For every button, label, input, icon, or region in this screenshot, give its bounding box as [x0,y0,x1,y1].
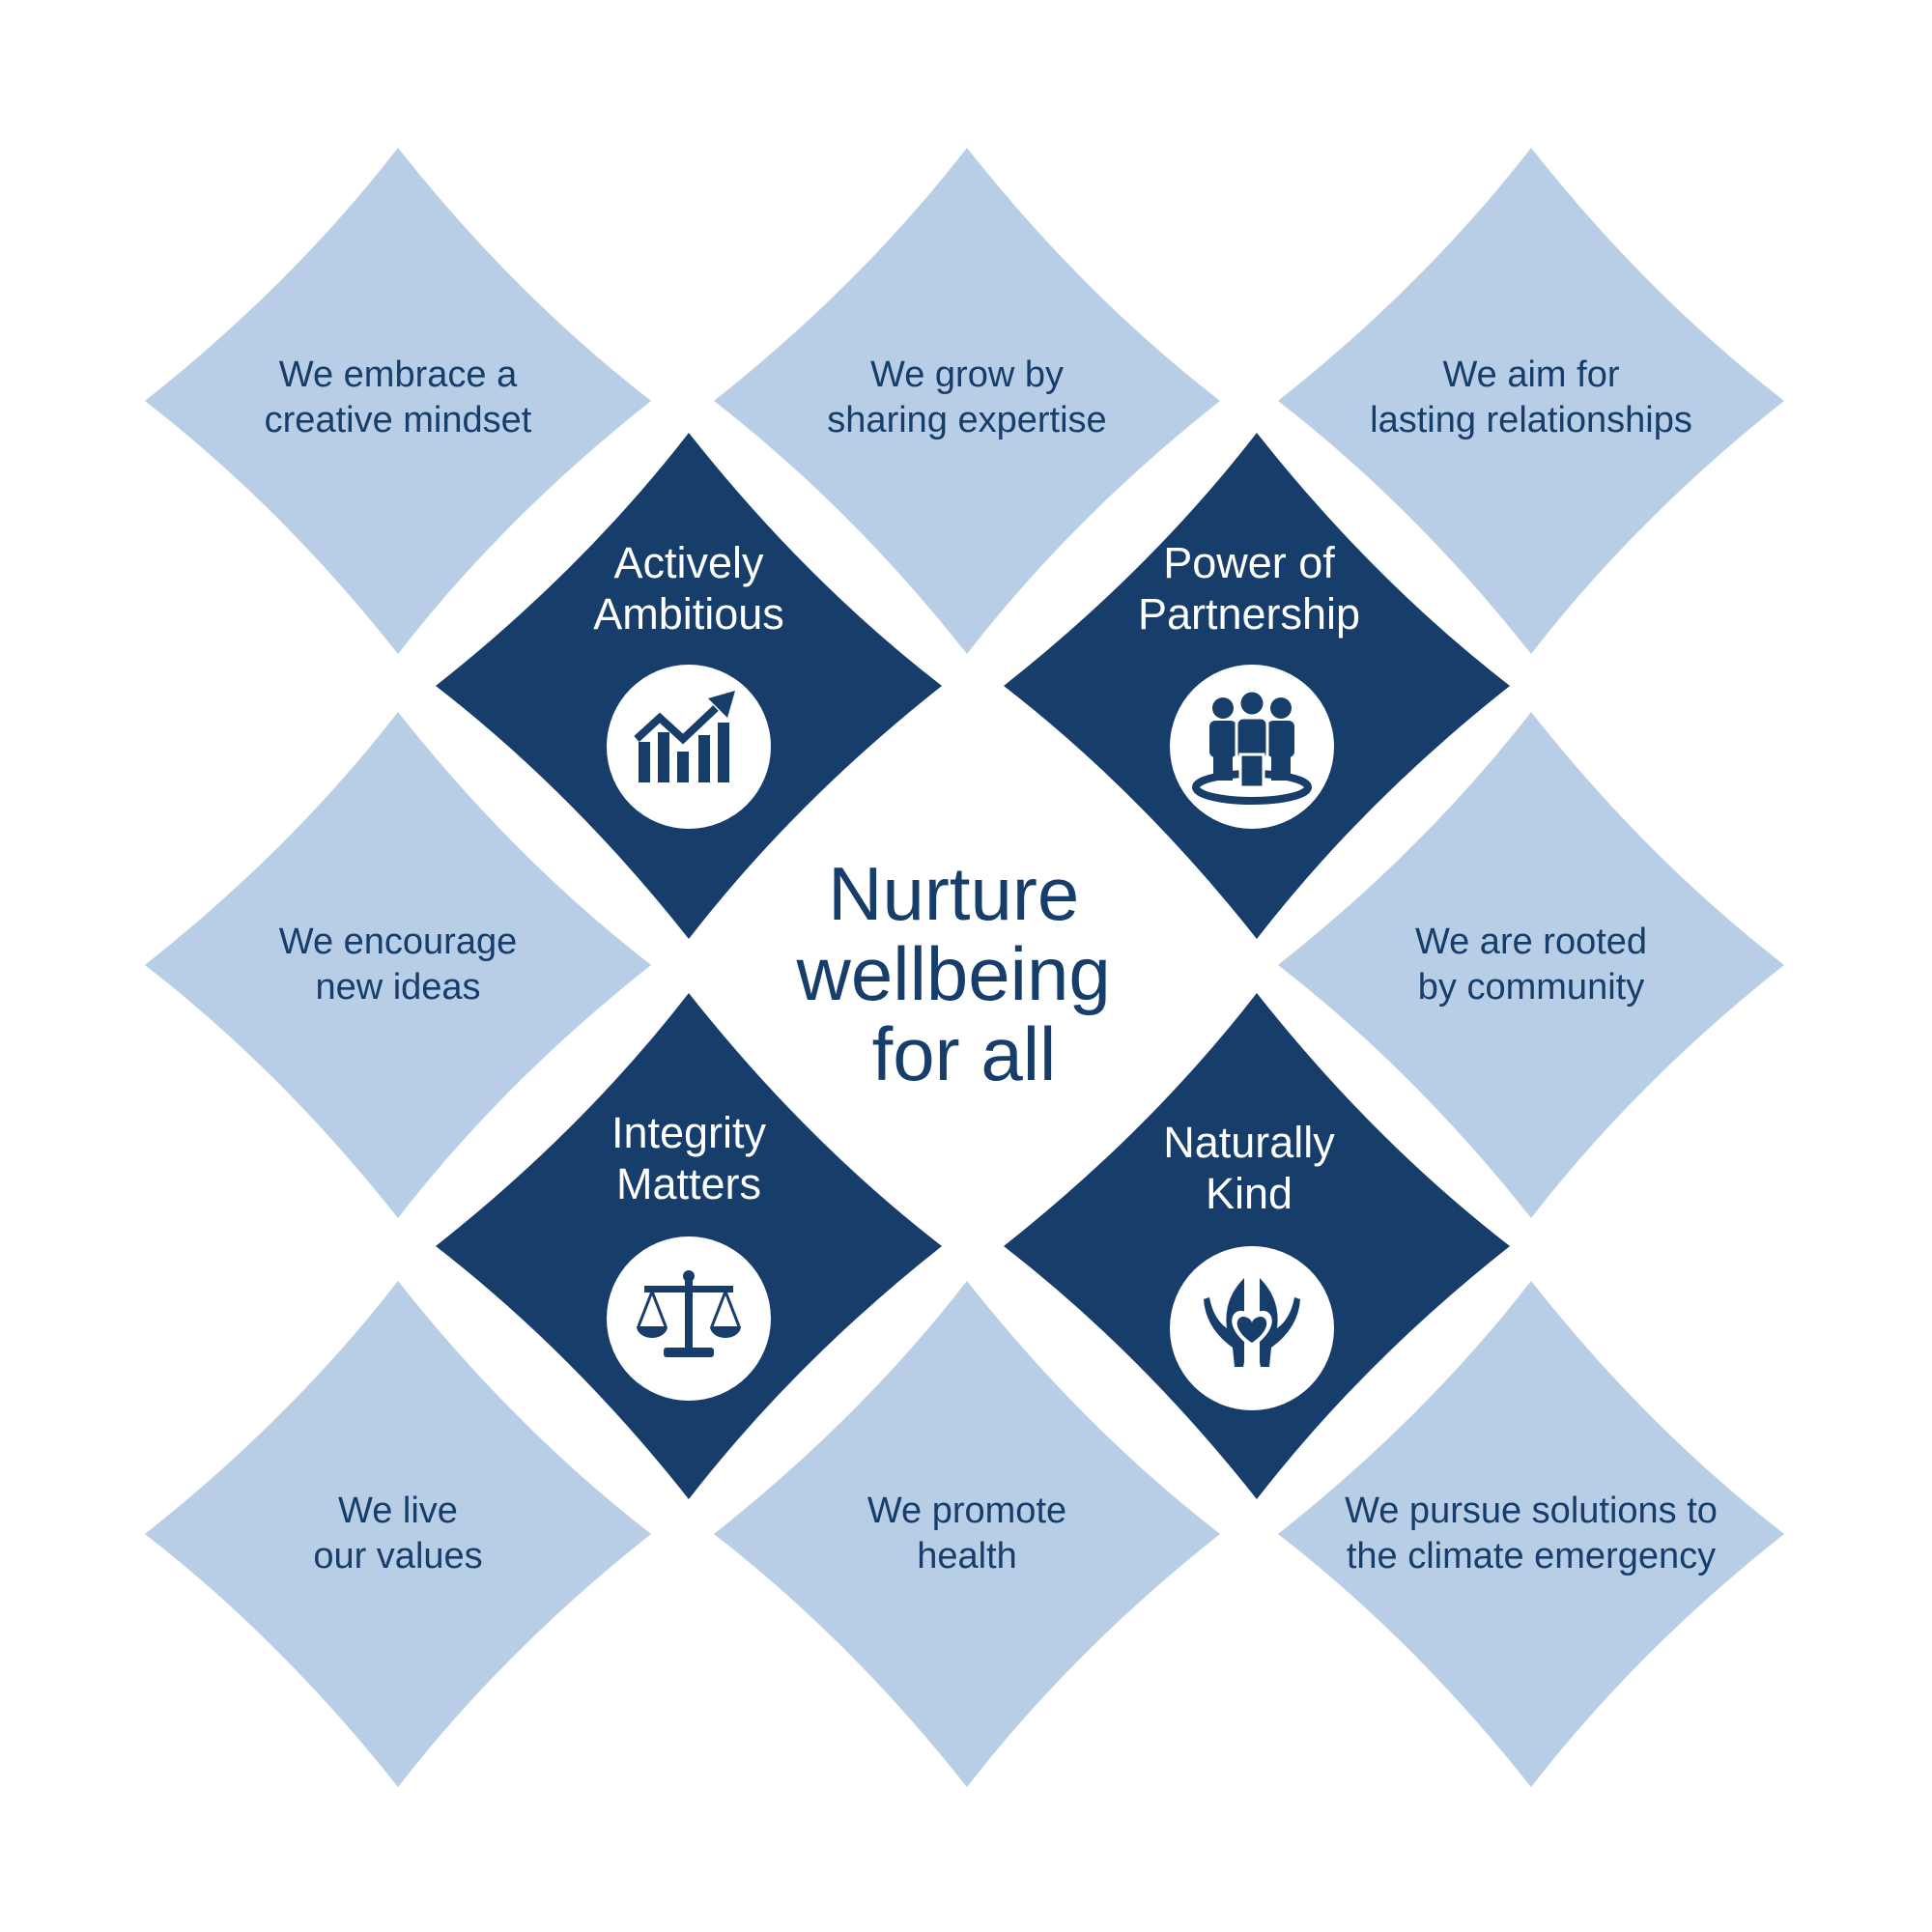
scales-of-justice-icon [607,1236,771,1401]
people-group-icon [1170,665,1334,829]
growth-chart-icon [607,665,771,829]
hands-heart-icon [1170,1246,1334,1410]
center-title: Nurture wellbeing for all [796,851,1132,1096]
